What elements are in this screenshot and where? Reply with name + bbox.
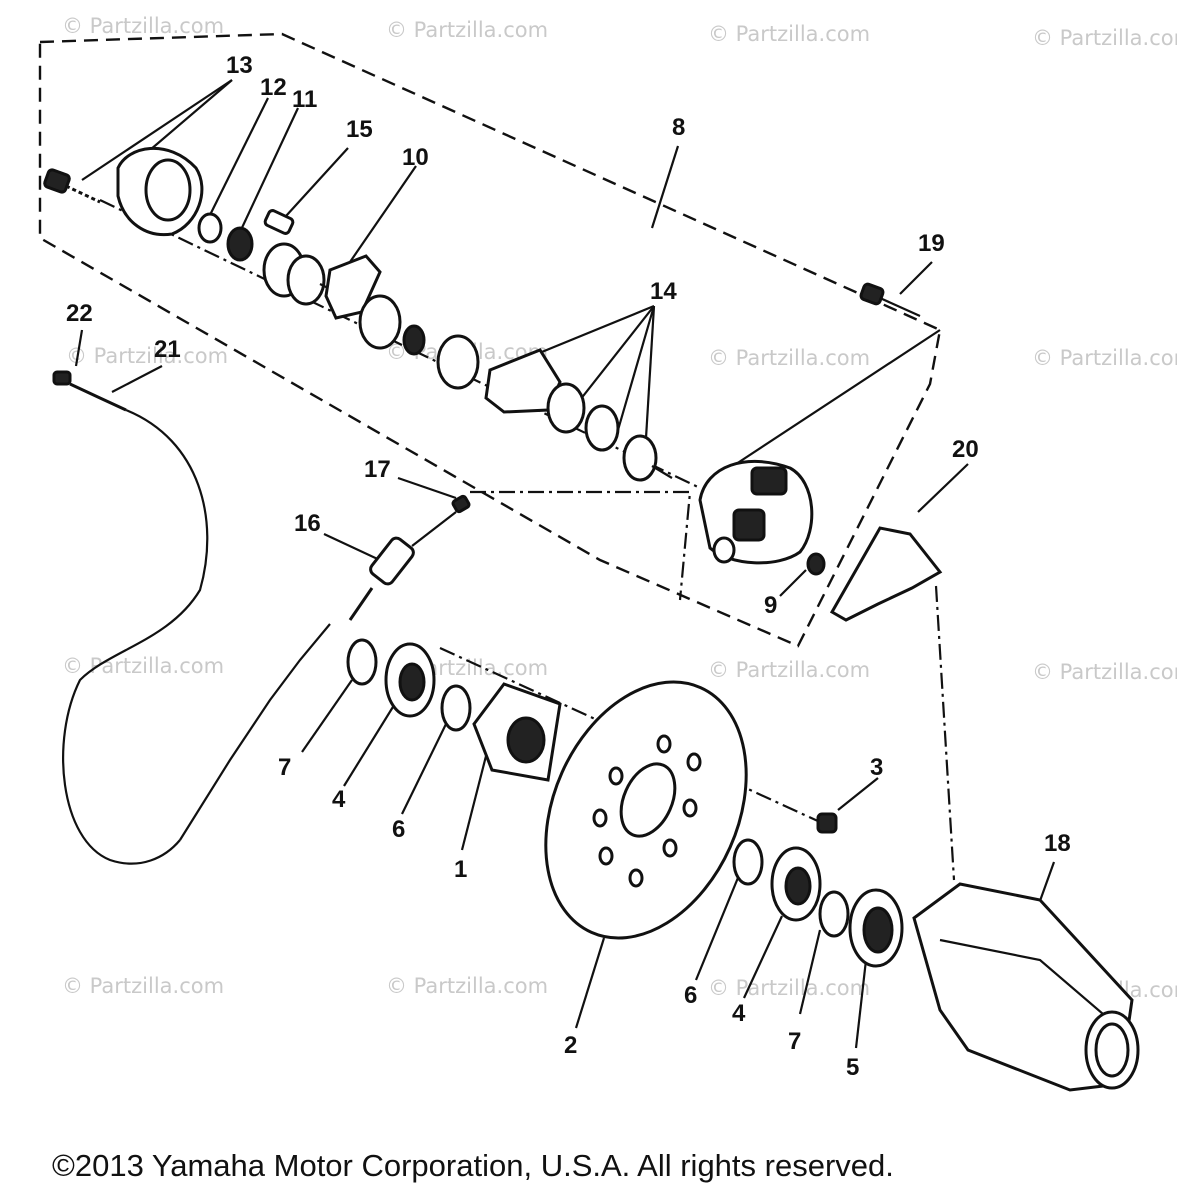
callout-13: 13 (226, 52, 253, 79)
caliper-body (698, 459, 814, 565)
watermark: © Partzilla.com (62, 974, 225, 998)
part-17 (451, 494, 471, 514)
hub-cover (912, 882, 1140, 1092)
callout-22: 22 (66, 300, 93, 327)
callout-4-left: 4 (332, 786, 346, 813)
callout-15: 15 (346, 116, 373, 143)
brake-cable (52, 370, 331, 865)
part-16 (348, 511, 457, 621)
callout-2: 2 (564, 1032, 578, 1059)
part-6-left (440, 684, 472, 732)
callout-3: 3 (870, 754, 884, 781)
part-9 (806, 552, 826, 576)
watermark: © Partzilla.com (708, 976, 871, 1000)
part-14-ring-a (546, 382, 586, 434)
callout-17: 17 (364, 456, 391, 483)
callout-20: 20 (952, 436, 979, 463)
watermark: © Partzilla.com (708, 346, 871, 370)
watermark: © Partzilla.com (1032, 660, 1177, 684)
callout-7-right: 7 (788, 1028, 802, 1055)
part-14-piston (622, 434, 673, 482)
callout-8: 8 (672, 114, 686, 141)
part-2 (544, 680, 748, 940)
watermark: © Partzilla.com (386, 974, 549, 998)
part-5 (848, 888, 904, 968)
part-14-ring-b (584, 404, 620, 452)
part-4-right (770, 846, 822, 922)
callout-10: 10 (402, 144, 429, 171)
callout-7-left: 7 (278, 754, 292, 781)
part-15 (263, 209, 295, 235)
part-13 (43, 146, 204, 237)
callout-18: 18 (1044, 830, 1071, 857)
callout-21: 21 (154, 336, 181, 363)
seal-inner (402, 324, 426, 356)
part-19 (859, 282, 921, 318)
watermark: © Partzilla.com (66, 344, 229, 368)
callout-9: 9 (764, 592, 778, 619)
part-3 (816, 812, 838, 834)
cover-mount-line (934, 585, 956, 881)
watermark: © Partzilla.com (62, 14, 225, 38)
callout-4-right: 4 (732, 1000, 746, 1027)
callout-19: 19 (918, 230, 945, 257)
callout-6-left: 6 (392, 816, 406, 843)
copyright-notice: ©2013 Yamaha Motor Corporation, U.S.A. A… (52, 1148, 894, 1183)
part-20 (829, 526, 943, 622)
part-11 (226, 226, 254, 262)
bearing (436, 334, 480, 390)
part-4-left (384, 642, 436, 718)
part-6-right (732, 838, 764, 886)
cable-guide-line (470, 490, 692, 601)
callout-6-right: 6 (684, 982, 698, 1009)
part-12 (197, 212, 223, 244)
part-1 (472, 682, 562, 782)
part-7-right (818, 890, 850, 938)
callout-14: 14 (650, 278, 677, 305)
callout-16: 16 (294, 510, 321, 537)
watermark: © Partzilla.com (386, 18, 549, 42)
watermark: © Partzilla.com (708, 22, 871, 46)
watermark: © Partzilla.com (1032, 26, 1177, 50)
watermark: © Partzilla.com (1032, 346, 1177, 370)
assembly-boundary (38, 32, 942, 648)
seal (358, 294, 402, 350)
watermark: © Partzilla.com (62, 654, 225, 678)
leader-lines (74, 79, 1056, 1049)
callout-11: 11 (292, 86, 318, 113)
piston (262, 242, 337, 306)
part-7-left (346, 638, 378, 686)
callout-12: 12 (260, 74, 287, 101)
callout-1: 1 (454, 856, 468, 883)
callout-5: 5 (846, 1054, 860, 1081)
watermark: © Partzilla.com (708, 658, 871, 682)
